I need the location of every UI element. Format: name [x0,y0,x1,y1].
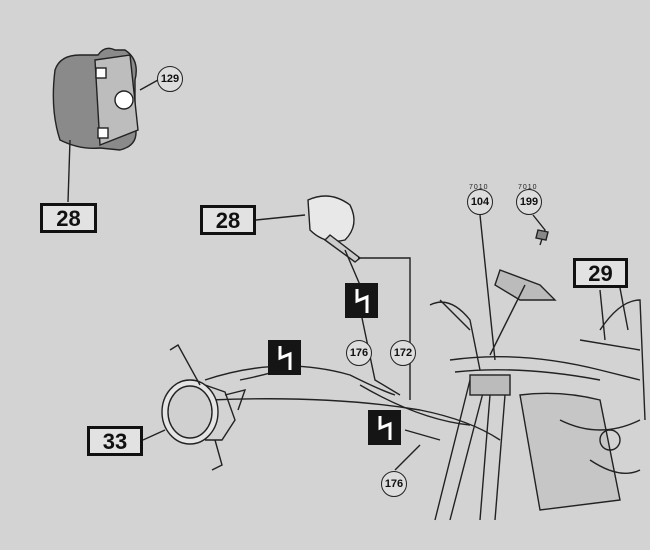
connector-symbol-icon [268,340,301,375]
part-code-199: 7010 [518,184,538,191]
part-number-176-lower: 176 [381,471,407,497]
part-group-label-29: 29 [573,258,628,288]
part-number-104: 104 [467,189,493,215]
part-group-label-28-cover: 28 [200,205,256,235]
part-group-label-28: 28 [40,203,97,233]
connector-symbol-icon [345,283,378,318]
part-number-176: 176 [346,340,372,366]
part-number-172: 172 [390,340,416,366]
part-group-label-33: 33 [87,426,143,456]
part-number-129: 129 [157,66,183,92]
part-number-199: 199 [516,189,542,215]
motorcycle-front-part [429,289,646,521]
switch-cover-part [255,195,411,400]
connector-symbol-icon [368,410,401,445]
switch-housing-part [52,47,159,203]
headlight-part [142,344,247,471]
part-code-104: 7010 [469,184,489,191]
